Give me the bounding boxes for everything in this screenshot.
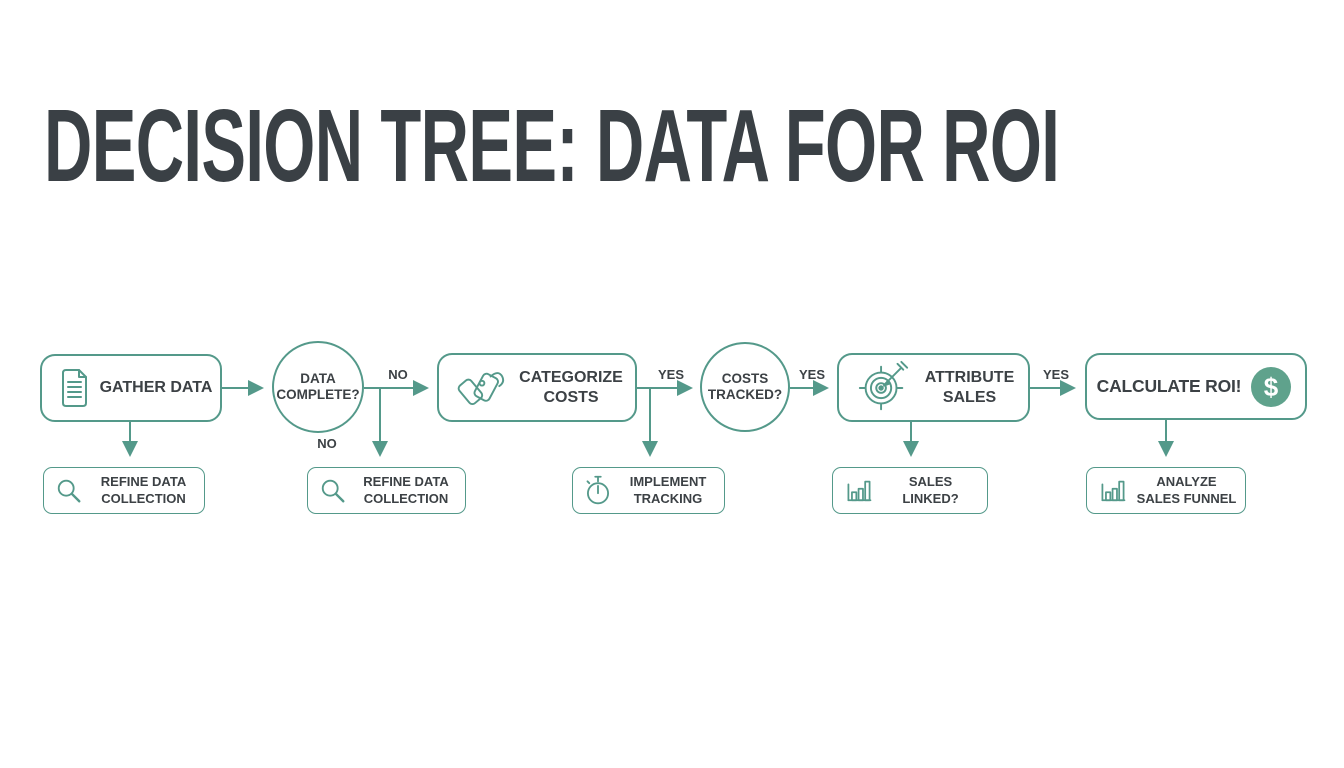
dollar-coin-icon: $ [1251,366,1291,407]
node-label: SALES LINKED? [902,473,959,506]
node-label: REFINE DATA COLLECTION [100,473,187,506]
node-label: IMPLEMENT TRACKING [629,473,707,506]
node-implement-tracking: IMPLEMENT TRACKING [572,467,725,514]
edge-label-yes-after-categorize: YES [657,367,685,382]
node-analyze-sales-funnel: ANALYZE SALES FUNNEL [1086,467,1246,514]
document-icon [58,368,92,408]
bar-chart-icon [844,477,874,504]
node-label: CALCULATE ROI! [1096,375,1242,396]
node-label: ATTRIBUTE SALES [924,368,1015,406]
edge-label-yes-after-attribute: YES [1042,367,1070,382]
price-tags-icon [455,362,507,414]
page-title: DECISION TREE: DATA FOR ROI [44,88,1060,203]
node-label: GATHER DATA [99,379,213,397]
node-costs-tracked: COSTS TRACKED? [700,342,790,432]
edge-label-yes-after-costs-tracked: YES [798,367,826,382]
node-gather-data: GATHER DATA [40,354,222,422]
edge-label-no-down: NO [317,436,337,451]
node-label: COSTS TRACKED? [707,370,783,402]
node-refine-data-collection-2: REFINE DATA COLLECTION [307,467,466,514]
bar-chart-icon [1098,477,1128,504]
target-dart-icon [855,360,911,416]
node-label: DATA COMPLETE? [276,370,360,402]
magnifier-icon [319,477,347,505]
node-label: CATEGORIZE COSTS [519,368,623,406]
edge-label-no-right: NO [388,367,408,382]
node-label: REFINE DATA COLLECTION [363,473,449,506]
stopwatch-icon [584,474,612,507]
node-attribute-sales: ATTRIBUTE SALES [837,353,1030,422]
node-sales-linked: SALES LINKED? [832,467,988,514]
dollar-symbol: $ [1263,371,1279,402]
node-calculate-roi: CALCULATE ROI! $ [1085,353,1307,420]
node-data-complete: DATA COMPLETE? [272,341,364,433]
magnifier-icon [55,477,83,505]
node-refine-data-collection-1: REFINE DATA COLLECTION [43,467,205,514]
node-label: ANALYZE SALES FUNNEL [1136,473,1237,506]
node-categorize-costs: CATEGORIZE COSTS [437,353,637,422]
